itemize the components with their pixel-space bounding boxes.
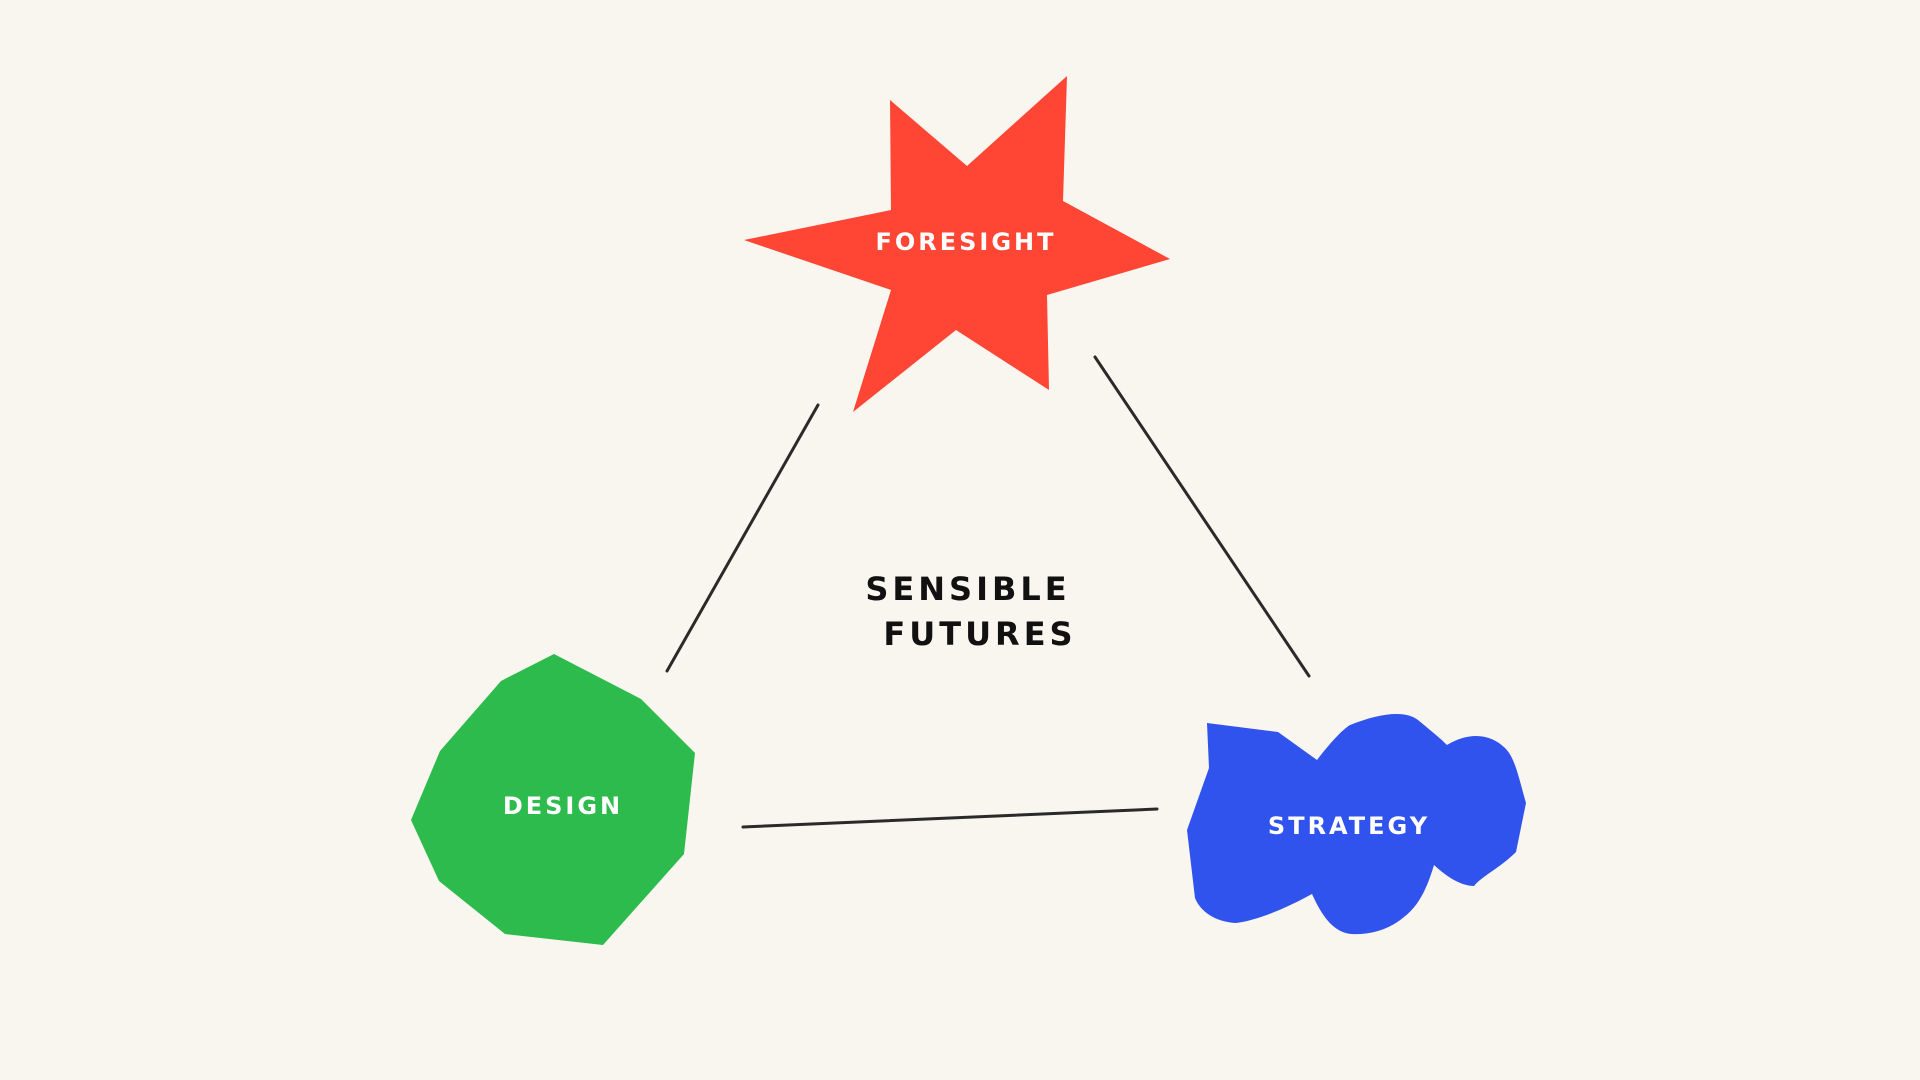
center-title-line-2: FUTURES	[883, 615, 1076, 653]
foresight-label: FORESIGHT	[875, 228, 1056, 256]
strategy-cloud-shape	[1187, 713, 1526, 935]
design-label: DESIGN	[503, 792, 623, 820]
foresight-star-shape	[744, 76, 1170, 412]
strategy-label: STRATEGY	[1268, 812, 1430, 840]
connector-foresight-design	[665, 403, 820, 673]
center-title-line-1: SENSIBLE	[865, 570, 1070, 608]
connector-foresight-strategy	[1093, 355, 1311, 678]
design-heptagon-shape	[411, 654, 695, 945]
connector-design-strategy	[741, 807, 1159, 829]
